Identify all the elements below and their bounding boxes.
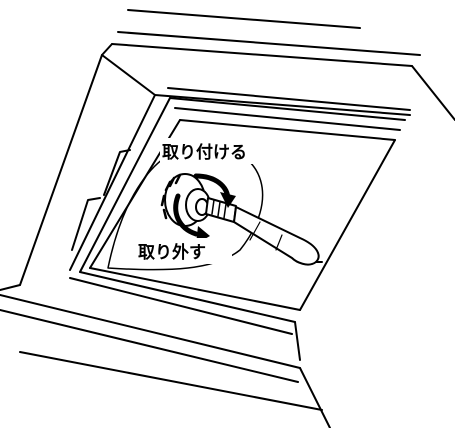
label-background <box>136 238 232 264</box>
recess-right <box>299 139 396 311</box>
recess-line <box>179 119 396 141</box>
recess-line <box>174 107 401 131</box>
bay-top-edge <box>154 94 411 116</box>
recess-right <box>294 321 301 361</box>
bulb-base-ridges <box>211 199 227 219</box>
tab <box>71 197 101 251</box>
housing-bottom-lines <box>0 284 331 428</box>
bay-inner-left <box>69 94 156 271</box>
curved-arrow-counterclockwise-icon <box>173 193 199 237</box>
recess-left <box>79 97 171 273</box>
housing-line <box>299 367 331 428</box>
housing-line <box>127 9 361 29</box>
recess-line <box>169 97 406 121</box>
rotation-arrows <box>173 173 236 244</box>
remove-label: 取り外す <box>138 242 206 263</box>
label-background <box>160 138 270 164</box>
housing-top-lines <box>111 9 455 121</box>
recess-bottom <box>69 277 293 335</box>
lamp-socket <box>160 173 211 227</box>
recess-bottom <box>89 267 301 311</box>
tab <box>103 149 131 196</box>
bay-corner <box>101 43 113 56</box>
housing-line <box>411 65 455 121</box>
socket-knurling <box>160 173 182 220</box>
recess-bottom <box>79 271 296 323</box>
inner-recess <box>69 87 411 361</box>
housing-line <box>111 43 413 67</box>
bay-outer-wall <box>20 55 455 428</box>
housing-line <box>117 31 421 56</box>
install-label: 取り付ける <box>162 142 247 163</box>
bulb-filament-support <box>275 234 283 251</box>
bulb-filament-support <box>249 221 261 241</box>
recess-line <box>167 87 411 111</box>
bulb-glass <box>233 206 320 266</box>
lamp-bay-frame <box>19 43 455 428</box>
bay-left-wall <box>19 54 103 286</box>
housing-line <box>19 351 323 411</box>
housing-line <box>0 284 21 291</box>
arrow-head <box>220 192 236 208</box>
reflector <box>107 144 264 271</box>
left-tabs <box>71 149 131 251</box>
bay-top-edge <box>101 54 156 96</box>
housing-line <box>0 294 301 369</box>
housing-line <box>0 309 299 383</box>
